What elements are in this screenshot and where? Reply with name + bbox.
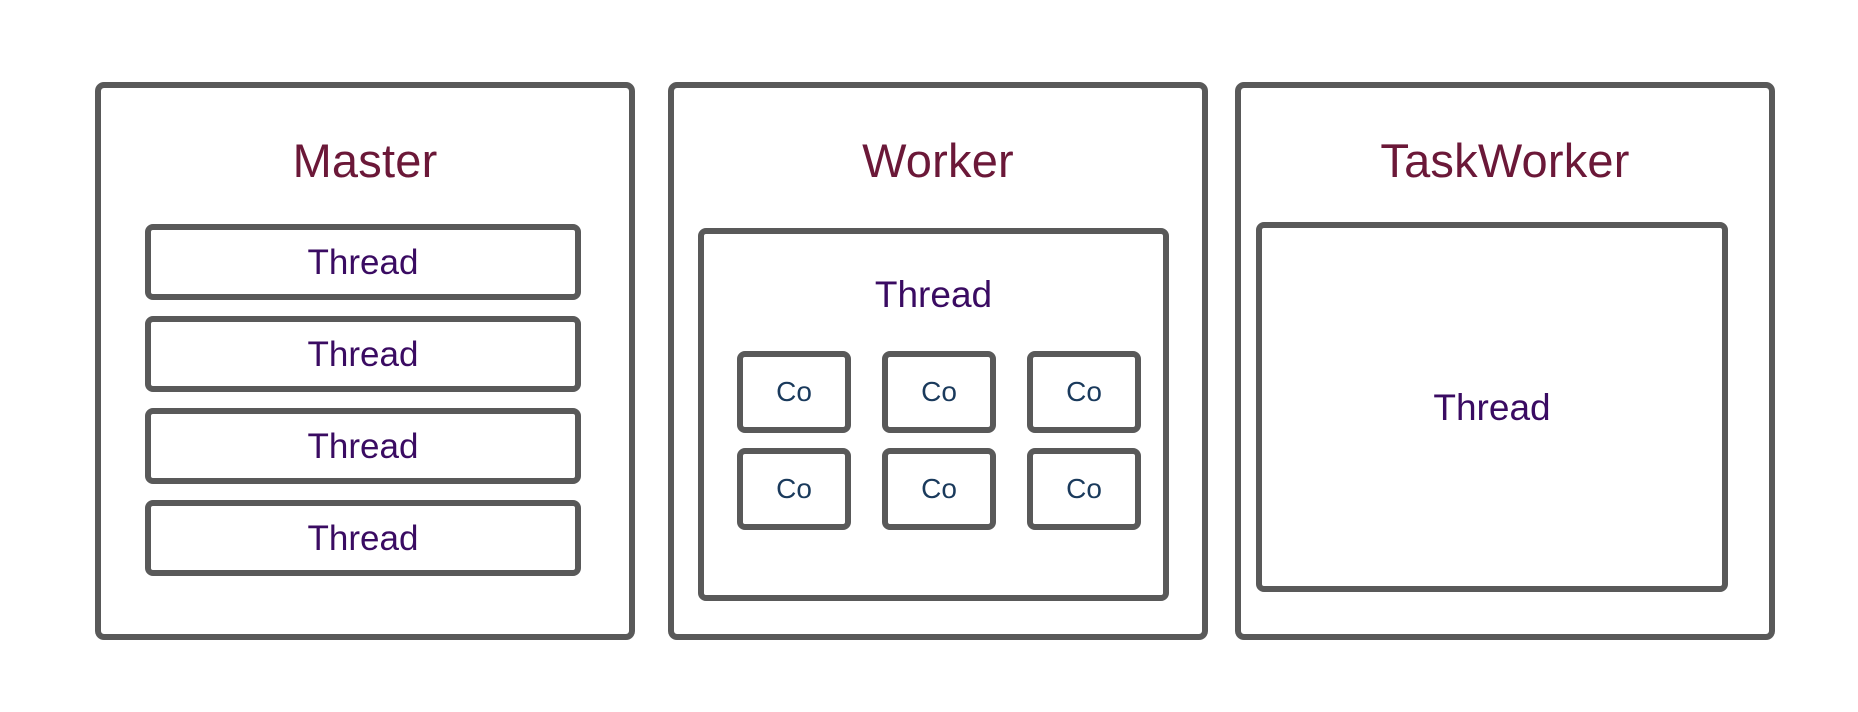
coroutine-box-4: Co bbox=[737, 448, 851, 530]
coroutine-box-6: Co bbox=[1027, 448, 1141, 530]
master-thread-label-4: Thread bbox=[307, 518, 419, 558]
panel-title-taskworker: TaskWorker bbox=[1380, 134, 1630, 187]
worker-thread-box: Thread Co Co Co Co Co Co bbox=[698, 228, 1169, 601]
coroutine-box-5: Co bbox=[882, 448, 996, 530]
taskworker-thread-label: Thread bbox=[1433, 386, 1551, 428]
master-thread-label-3: Thread bbox=[307, 426, 419, 466]
taskworker-thread-box: Thread bbox=[1256, 222, 1728, 592]
coroutine-label-2: Co bbox=[921, 376, 957, 407]
master-thread-label-2: Thread bbox=[307, 334, 419, 374]
coroutine-label-5: Co bbox=[921, 473, 957, 504]
panel-worker: Worker Thread Co Co Co Co Co bbox=[668, 82, 1208, 640]
panel-title-worker: Worker bbox=[862, 134, 1014, 187]
master-thread-box-3: Thread bbox=[145, 408, 581, 484]
coroutine-box-3: Co bbox=[1027, 351, 1141, 433]
master-thread-label-1: Thread bbox=[307, 242, 419, 282]
worker-thread-label: Thread bbox=[874, 274, 993, 315]
coroutine-label-4: Co bbox=[776, 473, 812, 504]
master-thread-box-4: Thread bbox=[145, 500, 581, 576]
coroutine-grid: Co Co Co Co Co Co bbox=[737, 351, 1142, 530]
panel-title-master: Master bbox=[292, 134, 438, 187]
coroutine-label-6: Co bbox=[1066, 473, 1102, 504]
coroutine-label-3: Co bbox=[1066, 376, 1102, 407]
coroutine-box-1: Co bbox=[737, 351, 851, 433]
master-thread-box-1: Thread bbox=[145, 224, 581, 300]
coroutine-box-2: Co bbox=[882, 351, 996, 433]
panel-master: Master Thread Thread Thread Thread bbox=[95, 82, 635, 640]
coroutine-label-1: Co bbox=[776, 376, 812, 407]
panel-taskworker: TaskWorker Thread bbox=[1235, 82, 1775, 640]
master-thread-box-2: Thread bbox=[145, 316, 581, 392]
